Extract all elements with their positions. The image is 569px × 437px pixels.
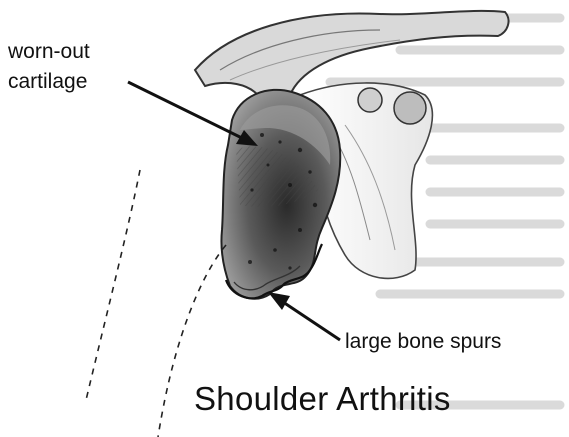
worn-out-label-line1: worn-out	[8, 40, 90, 64]
bone-spurs-arrow	[268, 292, 340, 340]
humeral-head	[221, 90, 340, 299]
worn-out-label-line2: cartilage	[8, 70, 87, 94]
diagram-title: Shoulder Arthritis	[194, 380, 451, 418]
bone-spurs-label: large bone spurs	[345, 330, 501, 354]
